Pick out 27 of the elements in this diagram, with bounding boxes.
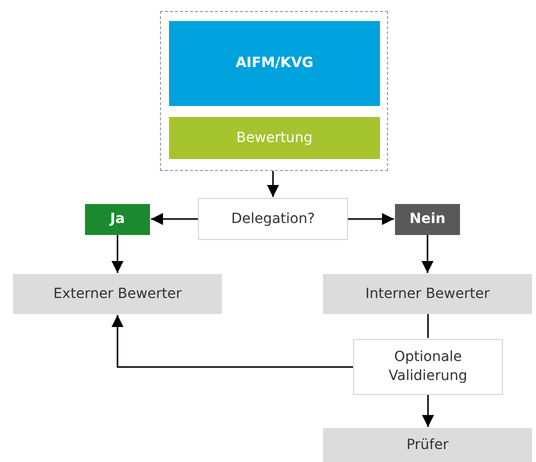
box-label: Ja: [108, 210, 126, 229]
box-label: Delegation?: [230, 210, 316, 228]
answer-box: [395, 204, 460, 235]
box-label: Optionale Validierung: [388, 348, 468, 386]
group-frame: [160, 11, 388, 171]
process-box: [323, 428, 532, 462]
box-label: AIFM/KVG: [234, 54, 314, 73]
arrow: [422, 235, 434, 273]
arrow: [112, 235, 124, 273]
process-box: [13, 274, 222, 314]
box-label: Interner Bewerter: [364, 284, 491, 304]
arrow: [267, 171, 279, 197]
process-box: [353, 339, 503, 395]
box-label: Bewertung: [235, 128, 314, 148]
arrow: [112, 315, 353, 368]
process-box: [323, 274, 532, 314]
box-label: Externer Bewerter: [52, 284, 183, 304]
answer-box: [85, 204, 150, 235]
header-box: [169, 21, 380, 106]
arrow: [151, 213, 198, 225]
box-label: Nein: [408, 210, 446, 229]
process-box: [169, 117, 380, 159]
arrow: [422, 395, 434, 427]
arrow: [348, 213, 394, 225]
box-label: Prüfer: [405, 436, 450, 454]
process-box: [198, 198, 348, 240]
connector-line: [427, 314, 429, 338]
